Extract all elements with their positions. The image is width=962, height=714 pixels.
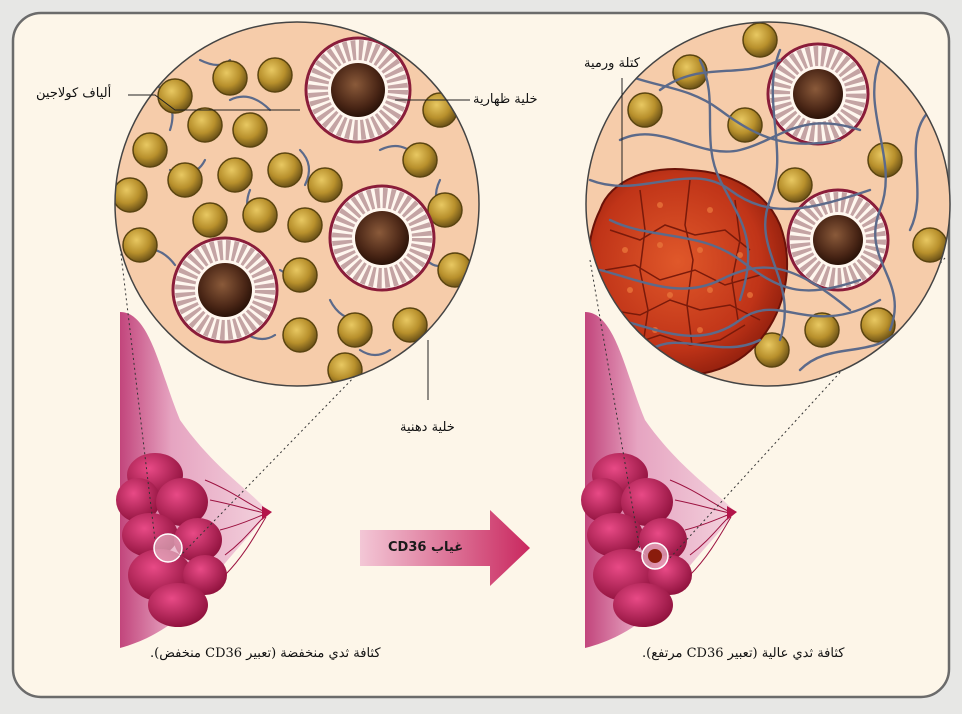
right-tumor-spot bbox=[648, 549, 662, 563]
caption-low-density: كثافة ثدي منخفضة (تعبير CD36 منخفض). bbox=[150, 646, 381, 661]
left-tissue-circle bbox=[113, 22, 479, 387]
arrow-label: غياب CD36 bbox=[388, 540, 463, 555]
label-tumor-mass: كتلة ورمية bbox=[584, 56, 640, 71]
caption-high-density: كثافة ثدي عالية (تعبير CD36 مرتفع). bbox=[642, 646, 844, 661]
right-tissue-circle bbox=[586, 22, 950, 386]
left-zoom-spot bbox=[154, 534, 182, 562]
label-fat-cell: خلية دهنية bbox=[400, 420, 455, 435]
label-collagen-fibers: ألياف كولاجين bbox=[36, 86, 111, 101]
label-epithelial-cell: خلية ظهارية bbox=[473, 92, 538, 107]
